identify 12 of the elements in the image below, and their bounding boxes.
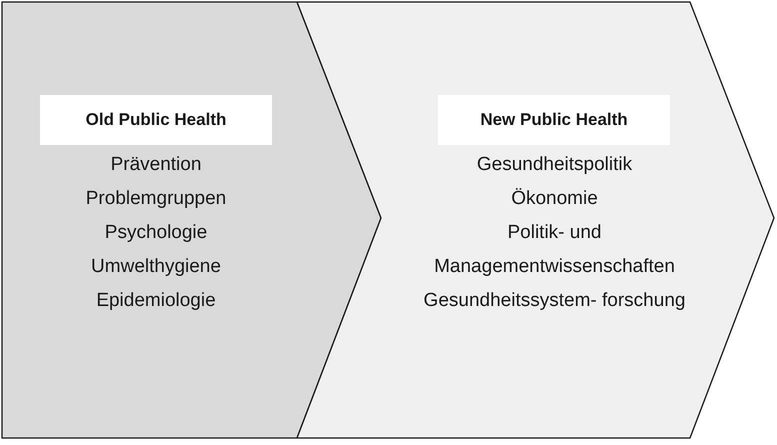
list-item: Problemgruppen	[84, 187, 228, 211]
list-item: Psychologie	[104, 221, 208, 245]
chevron-shape	[297, 0, 777, 440]
heading-box: New Public Health	[438, 95, 670, 145]
list-item: Ökonomie	[510, 187, 599, 211]
list-item: Gesundheitssystem- forschung	[422, 289, 686, 313]
list-item: Epidemiologie	[95, 289, 217, 313]
list-item: Umwelthygiene	[90, 255, 222, 279]
heading-box: Old Public Health	[40, 95, 272, 145]
list-item: Politik- und Managementwissenschaften	[433, 221, 676, 279]
list-item: Prävention	[110, 153, 202, 177]
list-item: Gesundheitspolitik	[476, 153, 634, 177]
